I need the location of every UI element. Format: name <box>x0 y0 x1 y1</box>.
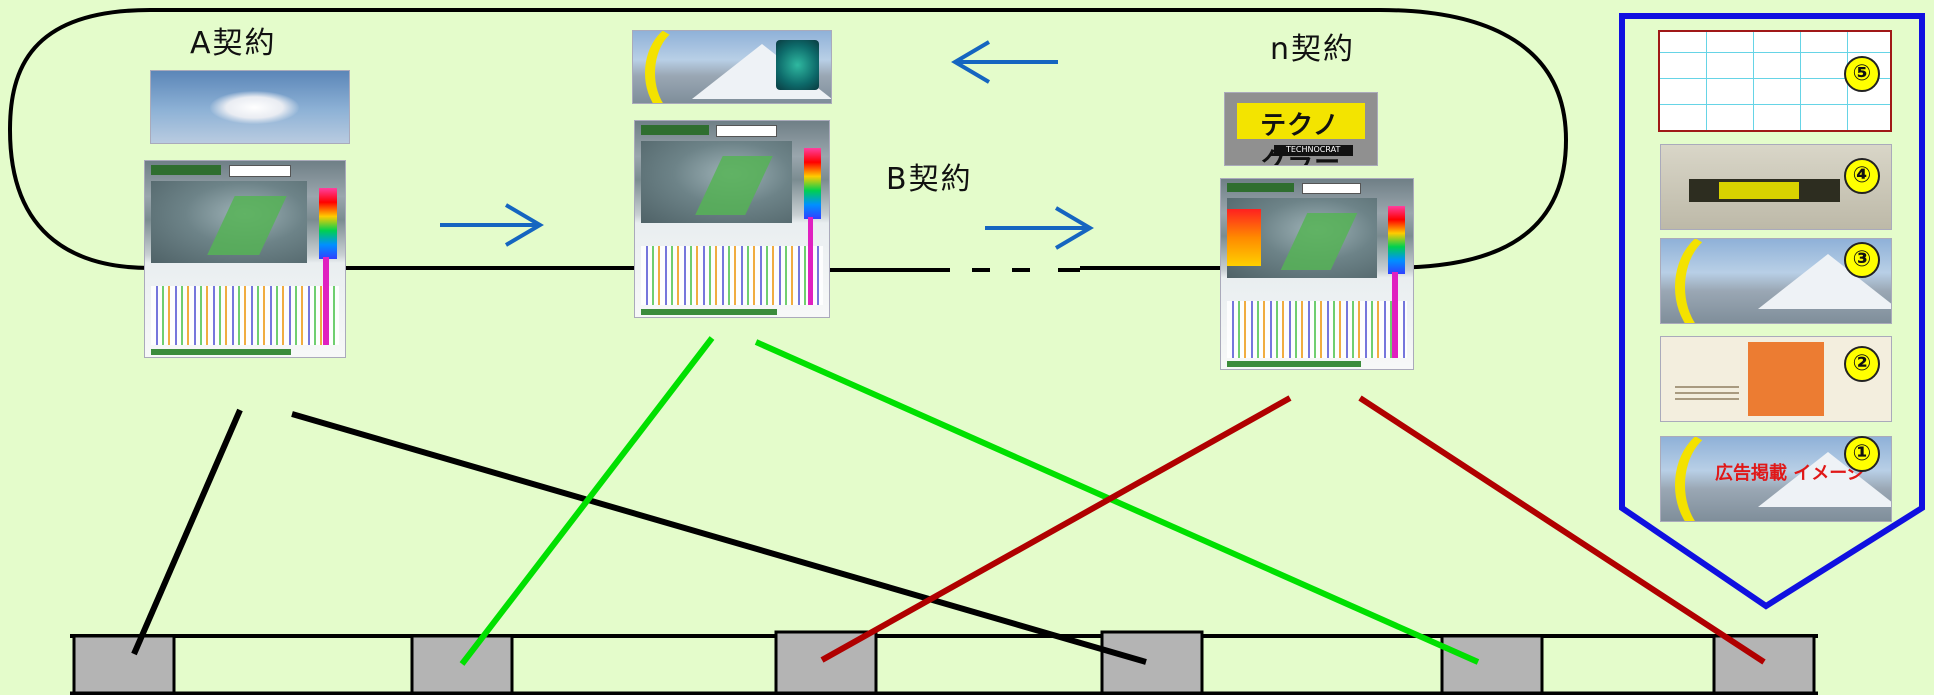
arrow-right-icon <box>985 206 1094 250</box>
contract-n-label: n契約 <box>1270 32 1356 67</box>
contract-n-link <box>1358 395 1766 665</box>
panel-header <box>229 164 291 177</box>
timeline-slots <box>72 630 1816 695</box>
ad-number-5: ⑤ <box>1844 56 1880 92</box>
timeline-bar <box>70 634 1818 695</box>
ad-slot-1: 広告掲載 イメージ <box>1660 436 1892 522</box>
timeline-slot <box>1712 634 1816 695</box>
ad-banner-accent <box>1718 181 1799 199</box>
color-scale <box>319 188 337 259</box>
technocrat-logo-image: テクノクラート TECHNOCRAT <box>1224 92 1378 166</box>
logo-subtitle: TECHNOCRAT <box>1273 144 1353 157</box>
panel-footer <box>1226 361 1362 368</box>
ad-stack-container <box>1619 13 1925 610</box>
timeline-slot <box>72 634 176 695</box>
logo-name: テクノクラート <box>1260 111 1342 166</box>
panel-header <box>1226 182 1294 193</box>
ad-image-text: 広告掲載 イメージ <box>1715 463 1865 484</box>
bar-spike <box>1391 272 1398 358</box>
ad-number-4: ④ <box>1844 158 1880 194</box>
panel-header <box>1301 182 1362 195</box>
bar-spike <box>323 257 329 346</box>
arrow-left-icon <box>951 40 1058 84</box>
yellow-arc <box>1674 437 1777 521</box>
contract-b-link <box>754 339 1480 665</box>
contract-b-label: B契約 <box>886 162 973 197</box>
panel-header <box>640 124 709 135</box>
timeline-slot <box>410 634 514 695</box>
timeline-slot <box>1100 630 1204 695</box>
contract-a-link <box>131 408 243 656</box>
yellow-arc <box>1674 239 1777 323</box>
rotation-loop <box>7 8 1569 270</box>
contract-a-link <box>291 411 1147 665</box>
warning-legend <box>1226 209 1262 267</box>
contract-b-fuji-image <box>632 30 832 104</box>
contract-b-weather-image <box>634 120 830 318</box>
panel-footer <box>151 349 291 356</box>
bar-spike <box>807 217 814 306</box>
contract-a-weather-image <box>144 160 346 358</box>
contract-n-weather-image <box>1220 178 1414 370</box>
ad-text-lines <box>1674 385 1740 405</box>
cloud-shape <box>210 91 300 124</box>
contract-n-link <box>820 395 1292 663</box>
yellow-arc <box>644 31 734 103</box>
bar-strip <box>1226 300 1408 358</box>
arrow-right-icon <box>440 203 544 247</box>
panel-footer <box>640 309 777 316</box>
color-scale <box>803 148 822 219</box>
contract-a-sky-image <box>150 70 350 144</box>
logo-plate: テクノクラート <box>1237 103 1365 165</box>
contract-b-link <box>459 336 715 666</box>
contract-a-label: A契約 <box>190 26 277 61</box>
ad-card <box>1748 342 1825 416</box>
ad-number-1: ① <box>1844 436 1880 472</box>
ad-number-3: ③ <box>1844 242 1880 278</box>
ad-number-2: ② <box>1844 346 1880 382</box>
bar-strip <box>640 246 824 306</box>
panel-header <box>716 124 777 137</box>
globe-icon <box>775 39 820 91</box>
bar-strip <box>151 286 339 346</box>
color-scale <box>1388 205 1406 274</box>
timeline-slot <box>1440 634 1544 695</box>
panel-header <box>151 164 221 175</box>
